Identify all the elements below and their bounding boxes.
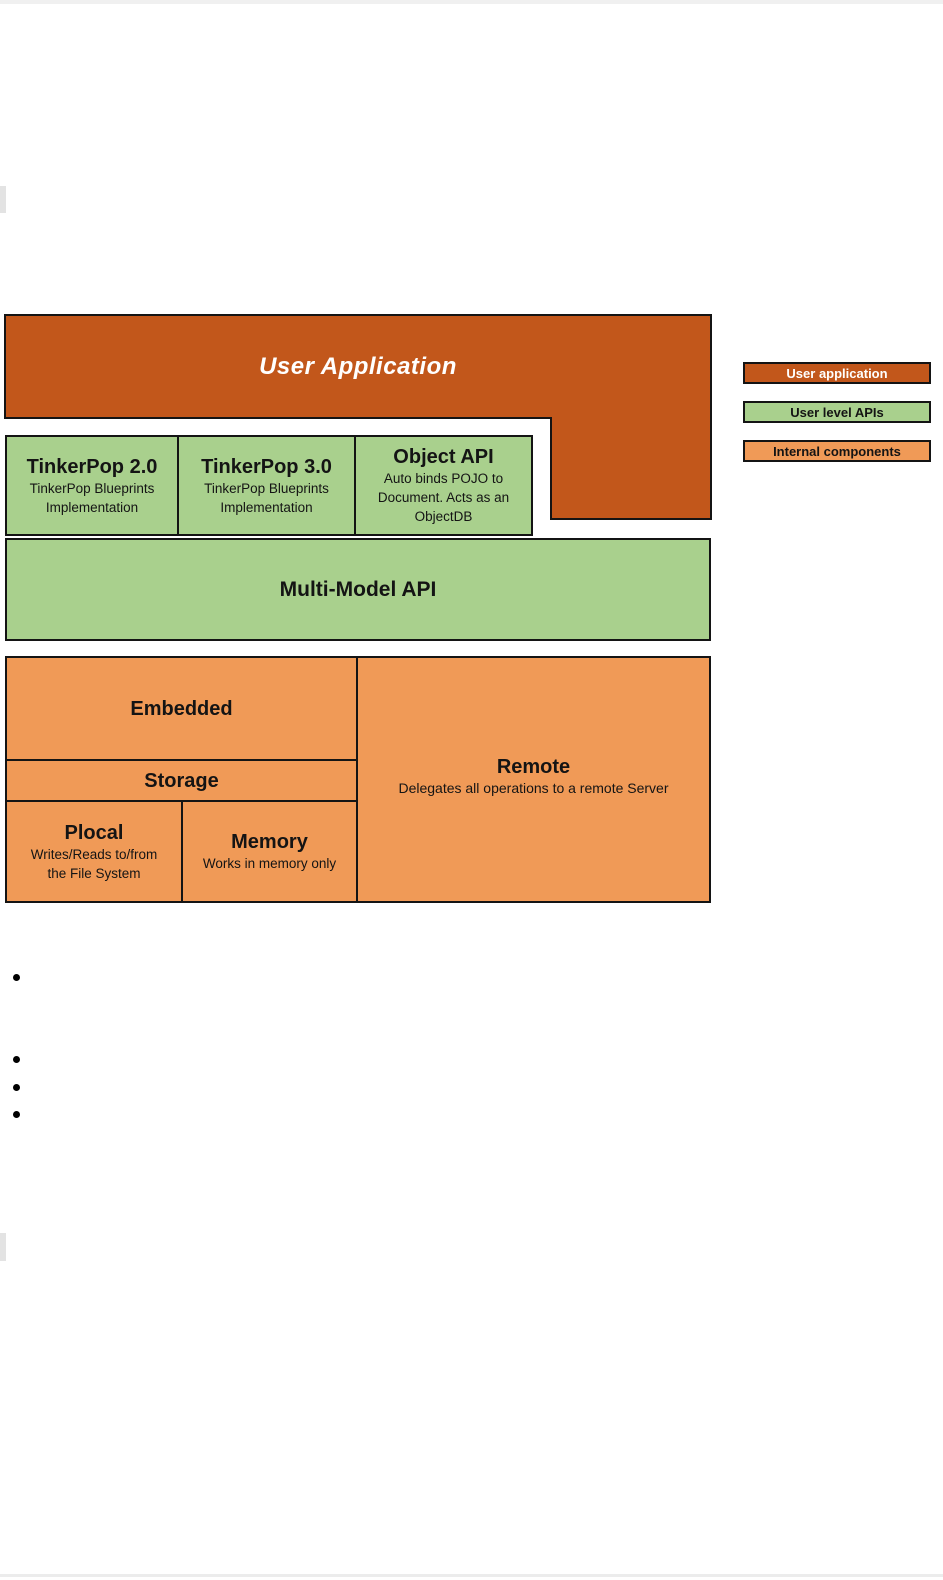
- legend-label-user-application: User application: [786, 365, 888, 381]
- tinkerpop3-line2: Implementation: [220, 499, 313, 515]
- tinkerpop2-line2: Implementation: [45, 499, 139, 515]
- plocal-cell: Plocal Writes/Reads to/from the File Sys…: [7, 802, 181, 901]
- plocal-memory-divider: [181, 802, 183, 901]
- internal-components-block: [5, 656, 711, 903]
- memory-line1: Works in memory only: [202, 856, 337, 871]
- embedded-cell: Embedded: [7, 658, 356, 759]
- left-edge-mark: [0, 186, 6, 213]
- storage-label: Storage: [144, 769, 219, 792]
- left-edge-mark: [0, 1233, 6, 1261]
- plocal-line2: the File System: [47, 865, 141, 881]
- bullet-marker: [13, 1084, 20, 1091]
- object-api-line3: ObjectDB: [414, 509, 473, 524]
- multi-model-api-box: Multi-Model API: [5, 538, 711, 641]
- user-application-label: User Application: [259, 352, 457, 380]
- storage-bottom-divider: [7, 800, 356, 802]
- remote-title: Remote: [496, 756, 571, 778]
- tinkerpop2-title: TinkerPop 2.0: [26, 455, 158, 478]
- tinkerpop3-line1: TinkerPop Blueprints: [204, 480, 329, 496]
- bullet-marker: [13, 974, 20, 981]
- tinkerpop2-line1: TinkerPop Blueprints: [29, 480, 155, 496]
- memory-cell: Memory Works in memory only: [183, 802, 356, 901]
- tinkerpop3-title: TinkerPop 3.0: [201, 455, 332, 478]
- legend-label-internal-components: Internal components: [773, 443, 901, 459]
- remote-cell: Remote Delegates all operations to a rem…: [358, 658, 709, 901]
- object-api-line2: Document. Acts as an: [377, 490, 510, 505]
- user-application-shape: [4, 314, 712, 520]
- tinkerpop2-box: TinkerPop 2.0 TinkerPop Blueprints Imple…: [5, 435, 179, 536]
- remote-subtitle: Delegates all operations to a remote Ser…: [398, 780, 669, 796]
- legend-item-user-level-apis: User level APIs: [743, 401, 931, 423]
- remote-divider-line: [356, 658, 358, 901]
- object-api-box: Object API Auto binds POJO to Document. …: [356, 435, 533, 536]
- embedded-label: Embedded: [130, 697, 233, 720]
- object-api-line1: Auto binds POJO to: [383, 471, 504, 486]
- tinkerpop3-box: TinkerPop 3.0 TinkerPop Blueprints Imple…: [179, 435, 356, 536]
- plocal-line1: Writes/Reads to/from: [30, 846, 158, 862]
- object-api-title: Object API: [393, 446, 494, 468]
- memory-title: Memory: [231, 831, 308, 853]
- legend-label-user-level-apis: User level APIs: [790, 404, 884, 420]
- top-gray-band: [0, 0, 943, 4]
- user-application-block: [4, 314, 712, 520]
- storage-cell: Storage: [7, 761, 356, 800]
- legend-item-user-application: User application: [743, 362, 931, 384]
- embedded-storage-divider: [7, 759, 356, 761]
- legend-item-internal-components: Internal components: [743, 440, 931, 462]
- plocal-title: Plocal: [64, 821, 124, 844]
- user-application-label-area: User Application: [5, 315, 711, 418]
- bottom-divider: [0, 1574, 943, 1577]
- bullet-marker: [13, 1111, 20, 1118]
- multi-model-api-label: Multi-Model API: [279, 577, 437, 601]
- bullet-marker: [13, 1056, 20, 1063]
